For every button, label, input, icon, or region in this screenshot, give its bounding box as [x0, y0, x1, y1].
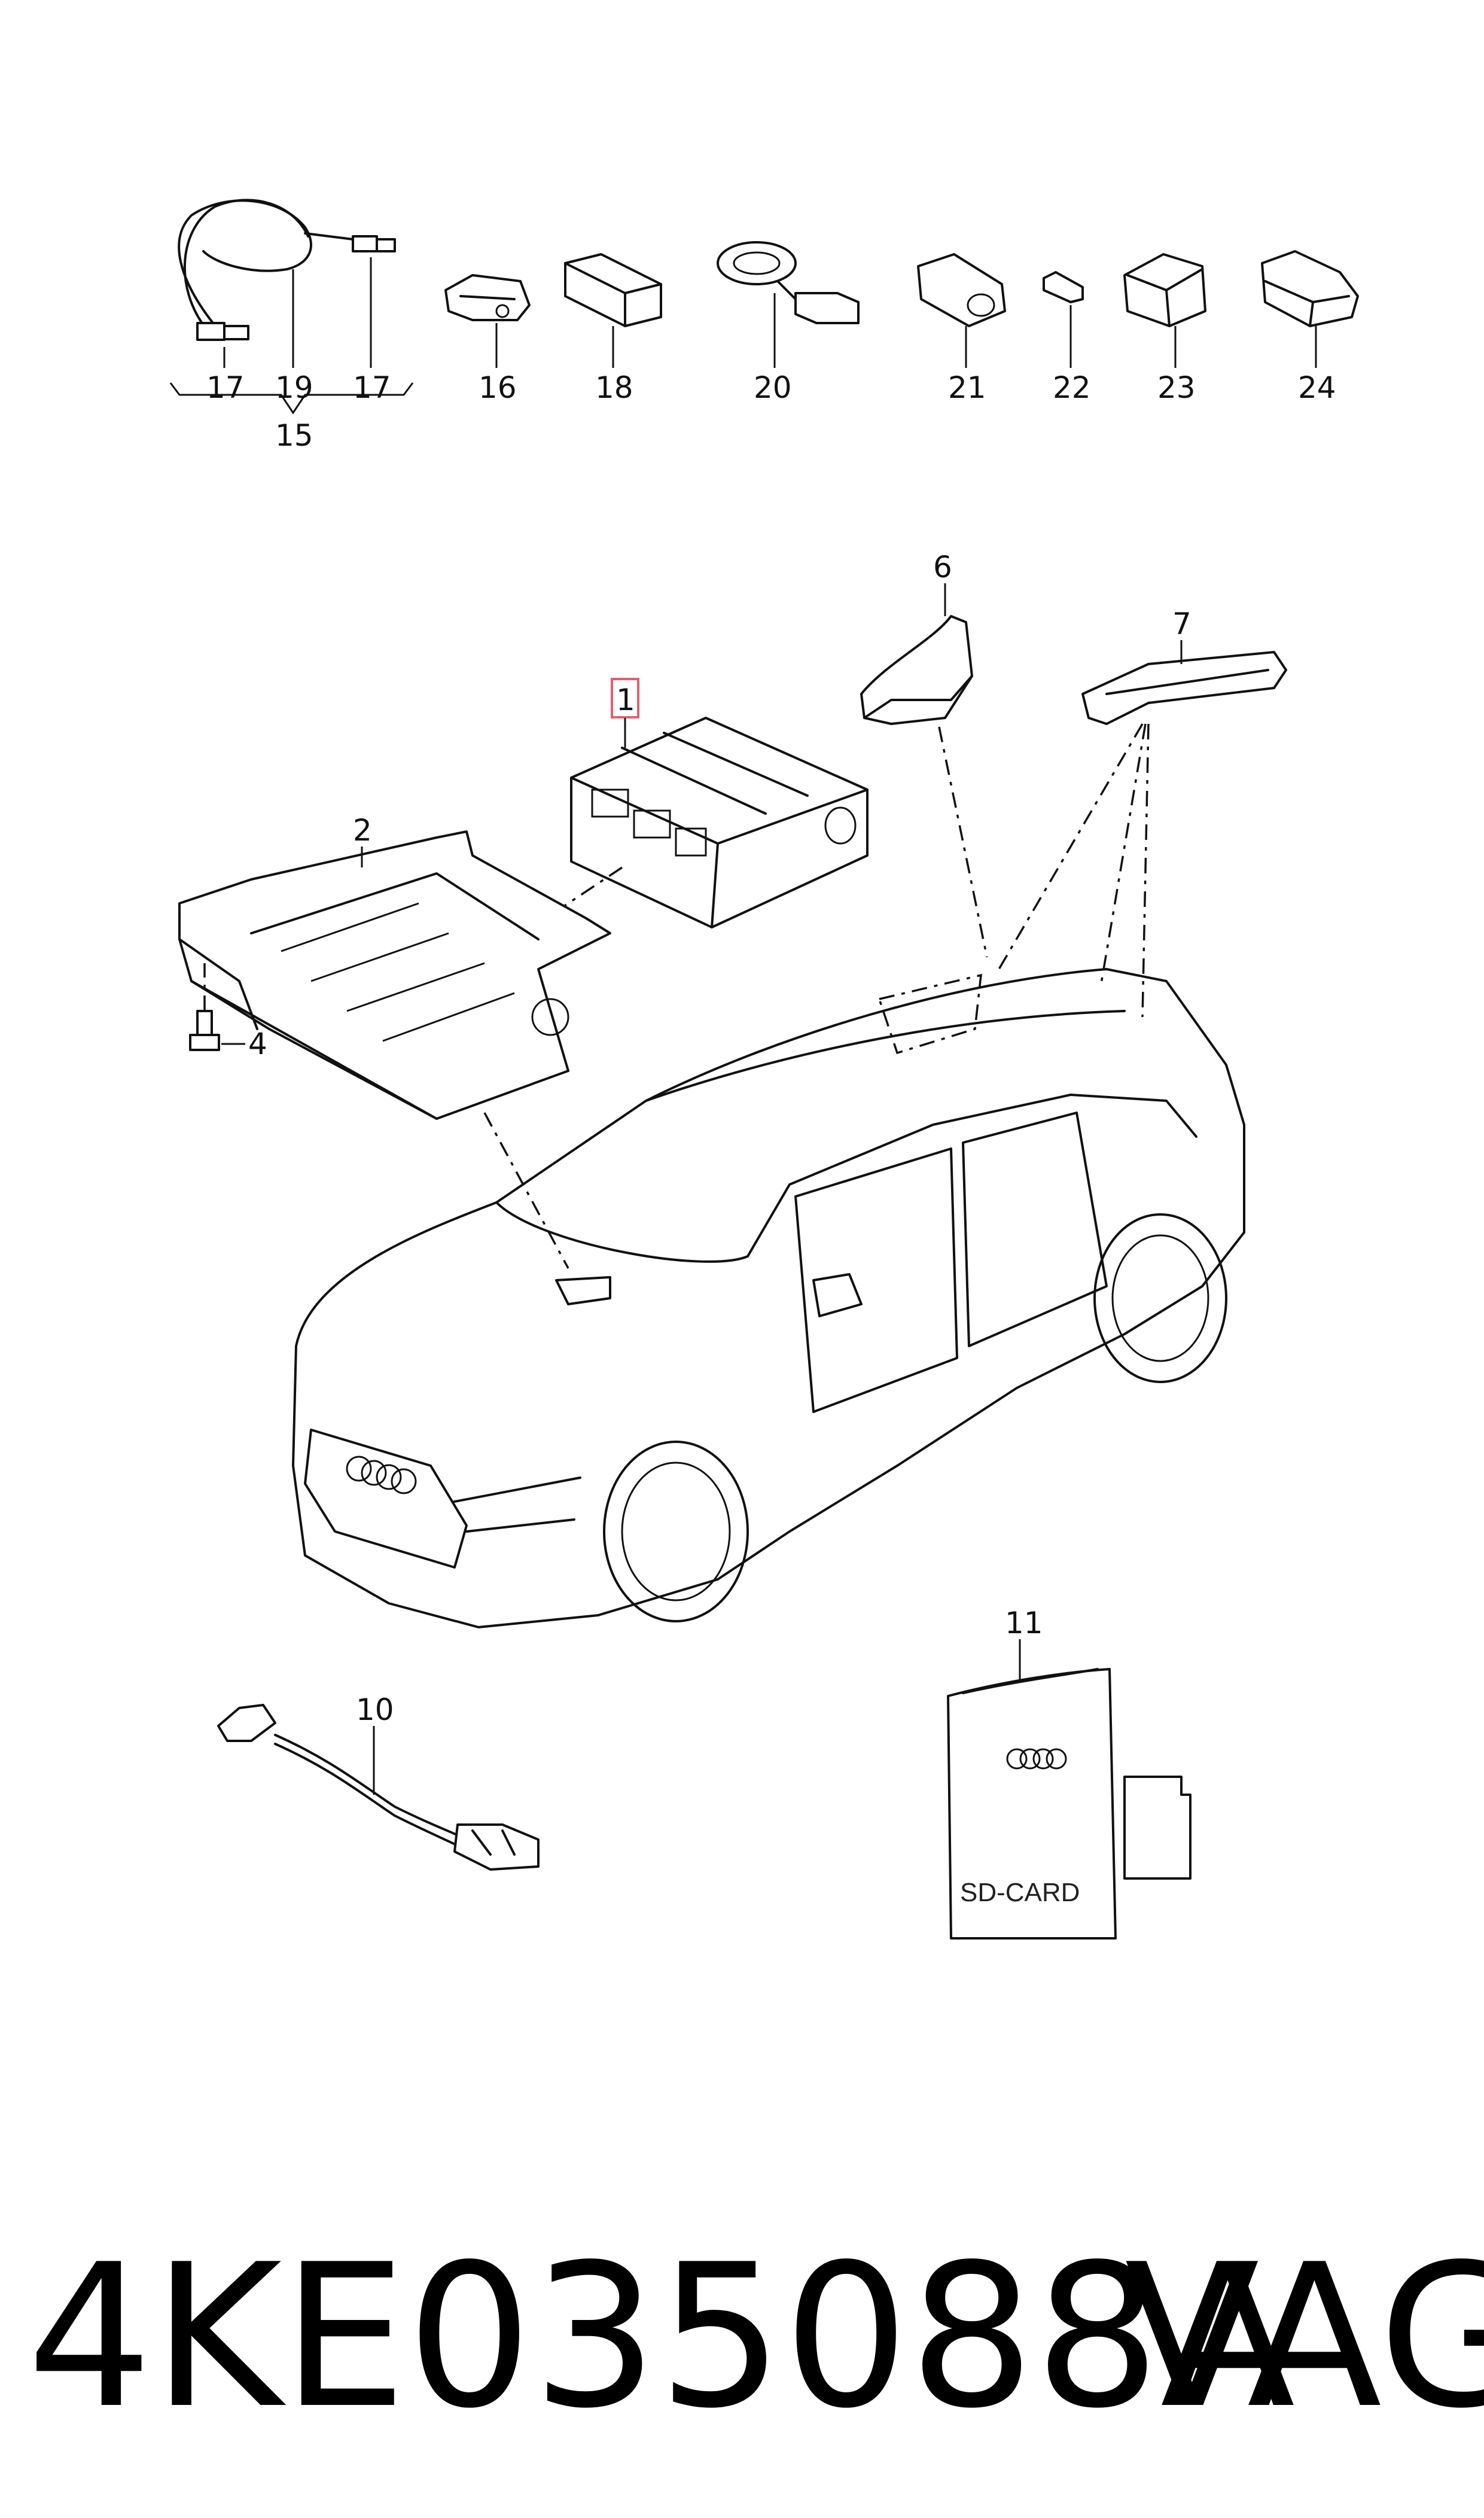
label-2: 2	[353, 813, 372, 848]
part-11-sd-card: SD-CARD	[947, 1668, 1192, 1940]
label-17-right: 17	[353, 370, 391, 405]
part-15-cable-assembly	[178, 199, 396, 341]
label-17-left: 17	[206, 370, 245, 405]
label-15: 15	[275, 418, 313, 453]
label-4: 4	[248, 1027, 267, 1061]
part-22-pin	[1043, 271, 1084, 303]
label-11: 11	[1005, 1606, 1043, 1640]
audi-rings-icon	[346, 1456, 417, 1494]
label-1: 1	[616, 683, 635, 717]
vehicle-outline	[292, 968, 1245, 1628]
label-24: 24	[1298, 370, 1336, 405]
part-6-roof-antenna	[860, 615, 973, 725]
part-24-connector	[1261, 250, 1359, 327]
part-2-bracket	[178, 830, 611, 1120]
label-21: 21	[948, 370, 986, 405]
part-18-connector	[564, 253, 662, 327]
label-18: 18	[595, 370, 633, 405]
label-20: 20	[754, 370, 792, 405]
label-7: 7	[1172, 607, 1192, 641]
part-4-screw	[189, 1010, 220, 1051]
label-23: 23	[1157, 370, 1196, 405]
part-number: 4KE035088A	[27, 2222, 1296, 2452]
part-10-antenna-cable	[217, 1704, 540, 1871]
part-16-connector	[444, 274, 531, 321]
part-1-control-unit	[570, 717, 869, 928]
label-10: 10	[356, 1692, 394, 1727]
part-7-antenna-amplifier	[1081, 651, 1287, 725]
label-1-highlight-box	[611, 678, 639, 718]
label-22: 22	[1053, 370, 1091, 405]
label-19: 19	[275, 370, 313, 405]
part-23-cap	[1123, 253, 1206, 327]
label-6: 6	[933, 550, 952, 584]
part-21-sleeve	[917, 253, 1006, 327]
sd-card-label: SD-CARD	[960, 1878, 1080, 1907]
brand-name: VAG	[1125, 2222, 1484, 2452]
part-20-ring-connector	[717, 241, 860, 324]
label-16: 16	[479, 370, 517, 405]
